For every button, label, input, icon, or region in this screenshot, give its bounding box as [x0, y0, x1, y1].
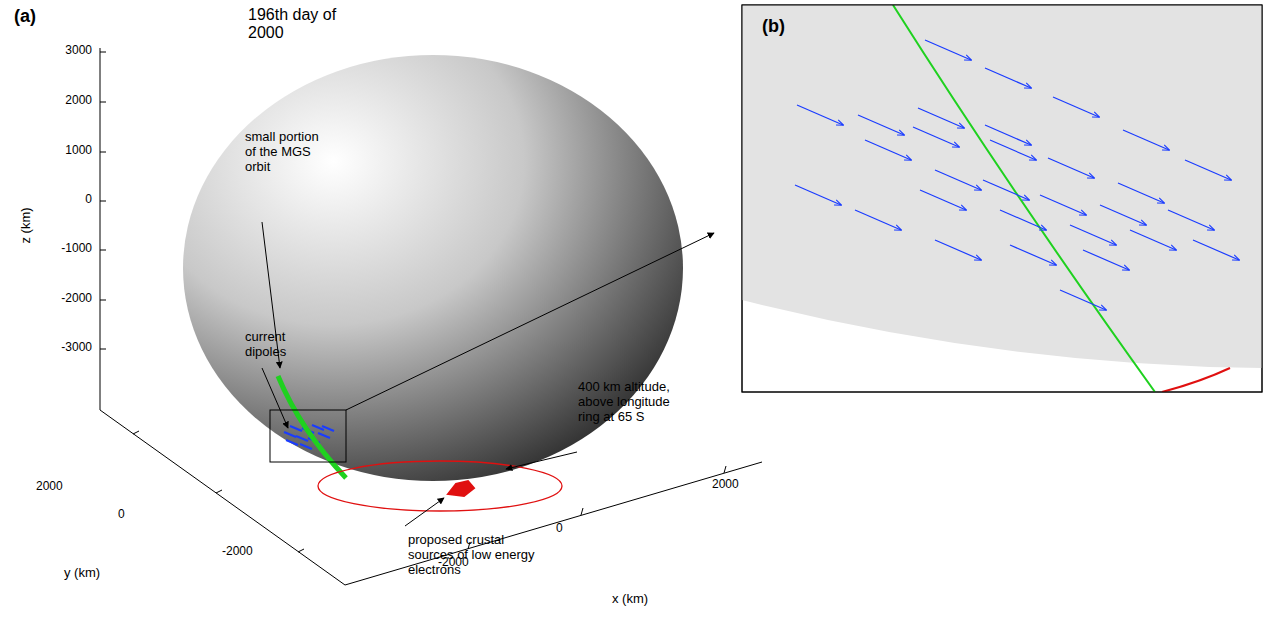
annotation: current dipoles — [245, 330, 305, 360]
leader-lines — [262, 222, 577, 526]
panel-b-frame — [742, 5, 1262, 392]
dipole-arrow — [1083, 250, 1129, 270]
dipole-arrow — [983, 180, 1029, 200]
dipole-arrow — [1040, 195, 1086, 215]
tick-label: 2000 — [36, 480, 63, 494]
dipole-arrow — [1168, 210, 1214, 230]
tick-label: -3000 — [40, 341, 92, 355]
axis-title: x (km) — [612, 592, 648, 607]
dipole-arrow — [1070, 225, 1116, 245]
tick-label: -2000 — [222, 545, 253, 559]
dipole-arrow — [1053, 97, 1099, 117]
tick-label: 2000 — [712, 478, 739, 492]
dipole-arrow — [1060, 290, 1106, 310]
latitude-ring — [318, 461, 562, 511]
dipole-arrow — [1118, 183, 1164, 203]
dipole-arrows — [795, 40, 1239, 310]
annotation: 400 km altitude, above longitude ring at… — [578, 380, 690, 425]
dipole-arrow — [1185, 160, 1231, 180]
panel-letter: (b) — [762, 16, 785, 37]
sphere-surface — [742, 5, 1262, 368]
dipole-arrow — [918, 108, 964, 128]
dipole-arrow — [985, 125, 1031, 145]
dipole-arrow — [797, 105, 843, 125]
annotation: small portion of the MGS orbit — [245, 130, 327, 175]
dipole-arrow — [935, 240, 981, 260]
date-title: 196th day of 2000 — [248, 6, 348, 43]
mgs-orbit — [278, 376, 346, 478]
crustal-sources — [448, 481, 474, 496]
tick-label: -2000 — [40, 292, 92, 306]
dipole-arrow — [1000, 210, 1046, 230]
dipole-arrow — [925, 40, 971, 60]
tick-label: -2000 — [438, 556, 469, 570]
dipole-arrow — [985, 68, 1031, 88]
axes-box — [100, 48, 762, 585]
axis-title: y (km) — [64, 566, 100, 581]
dipole-arrow — [855, 210, 901, 230]
panel-letter: (a) — [14, 6, 36, 27]
tick-label: 0 — [118, 508, 125, 522]
dipole-arrow — [1100, 205, 1146, 225]
dipole-arrow — [990, 140, 1036, 160]
dipole-arrow — [858, 115, 904, 135]
tick-label: 0 — [40, 193, 92, 207]
annotation: proposed crustal sources of low energy e… — [408, 533, 548, 578]
ring-zoom — [1162, 368, 1230, 392]
dipole-arrow — [865, 140, 911, 160]
dipole-arrow — [920, 190, 966, 210]
dipole-arrow — [1010, 245, 1056, 265]
dipole-arrow — [1130, 230, 1176, 250]
dipole-arrow — [1048, 158, 1094, 178]
tick-label: 0 — [556, 522, 563, 536]
mgs-orbit-zoom — [893, 5, 1155, 392]
tick-label: 2000 — [40, 94, 92, 108]
dipole-arrow — [935, 170, 981, 190]
tick-label: -1000 — [40, 242, 92, 256]
tick-label: 3000 — [40, 44, 92, 58]
zoom-box — [270, 410, 346, 462]
dipole-arrow — [1193, 240, 1239, 260]
dipole-arrow — [795, 185, 841, 205]
axis-title: z (km) — [19, 207, 34, 243]
tick-label: 1000 — [40, 144, 92, 158]
dipole-arrow — [1123, 130, 1169, 150]
dipole-arrow — [913, 127, 959, 147]
